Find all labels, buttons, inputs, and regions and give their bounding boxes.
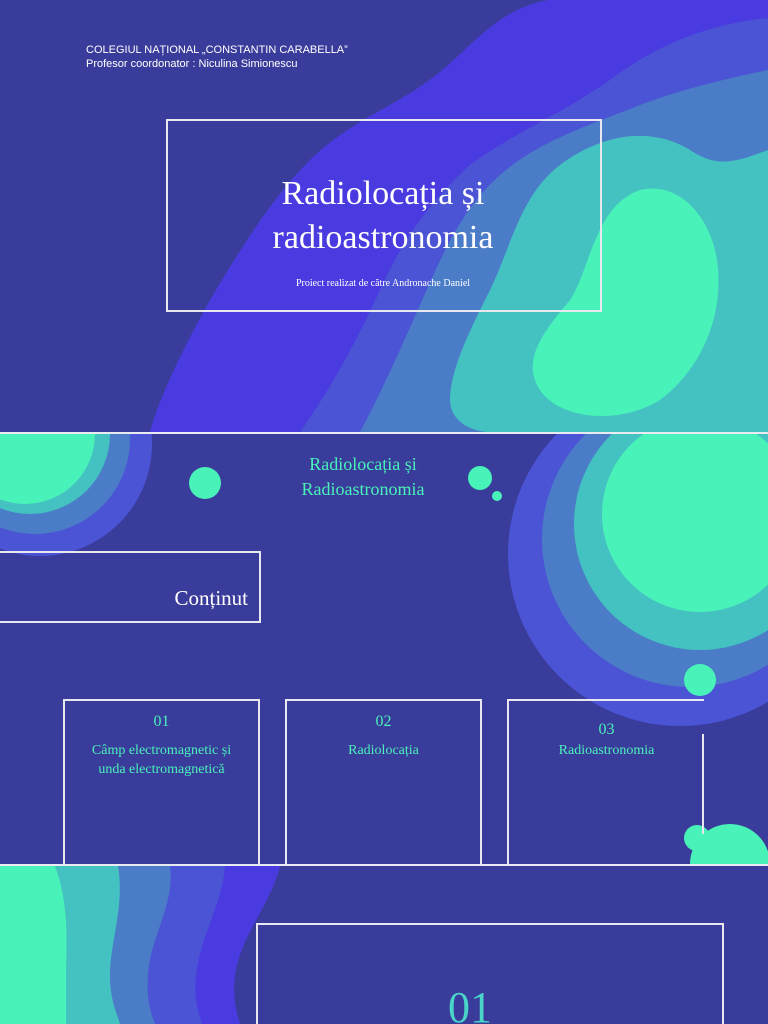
dot-left [189, 467, 221, 499]
corner-circle-core [0, 434, 95, 504]
section-slide: 01 [0, 866, 768, 1024]
item-text: Câmp electromagnetic și unda electromagn… [91, 743, 232, 777]
title-line-1: Radiolocația și [281, 175, 485, 212]
card-right-edge [702, 734, 704, 834]
contents-label-frame [0, 551, 261, 623]
contents-item-02[interactable]: 02 Radiolocația [285, 699, 482, 866]
wave-background-left [0, 866, 280, 1024]
coordinator-text: Profesor coordonator : Niculina Simiones… [86, 58, 298, 70]
contents-item-03[interactable]: 03 Radioastronomia [507, 699, 704, 866]
slide-title: Radiolocația și Radioastronomia [250, 452, 476, 502]
school-header: COLEGIUL NAȚIONAL „CONSTANTIN CARABELLA”… [86, 43, 348, 71]
slide-separator [0, 432, 768, 434]
circles-background [0, 434, 768, 866]
presentation-subtitle: Proiect realizat de către Andronache Dan… [295, 278, 471, 289]
contents-item-01[interactable]: 01 Câmp electromagnetic și unda electrom… [63, 699, 260, 866]
presentation-title: Radiolocația și radioastronomia [166, 172, 600, 260]
item-text: Radiolocația [348, 743, 419, 758]
title-frame [166, 119, 602, 312]
dot-right [684, 664, 716, 696]
title-line-2: radioastronomia [272, 219, 494, 256]
slide-separator [0, 864, 768, 866]
item-number: 01 [153, 713, 170, 730]
wave-background [150, 0, 768, 432]
title-slide: COLEGIUL NAȚIONAL „CONSTANTIN CARABELLA”… [0, 0, 768, 432]
item-text: Radioastronomia [558, 743, 655, 758]
item-number: 03 [598, 721, 615, 738]
contents-label: Conținut [174, 586, 248, 610]
section-frame [256, 923, 724, 1024]
right-circle-core [602, 434, 768, 612]
slide-title-line-2: Radioastronomia [301, 479, 425, 499]
school-name: COLEGIUL NAȚIONAL „CONSTANTIN CARABELLA” [86, 44, 348, 56]
blob-green [532, 188, 719, 417]
wave-layer-green-left [0, 866, 67, 1024]
dot-title-small [492, 491, 502, 501]
contents-slide: Radiolocația și Radioastronomia Conținut… [0, 434, 768, 866]
dot-title-large [468, 466, 492, 490]
section-number: 01 [448, 983, 492, 1024]
item-number: 02 [375, 713, 392, 730]
slide-title-line-1: Radiolocația și [309, 454, 417, 474]
dot-bottom-large [690, 824, 768, 866]
